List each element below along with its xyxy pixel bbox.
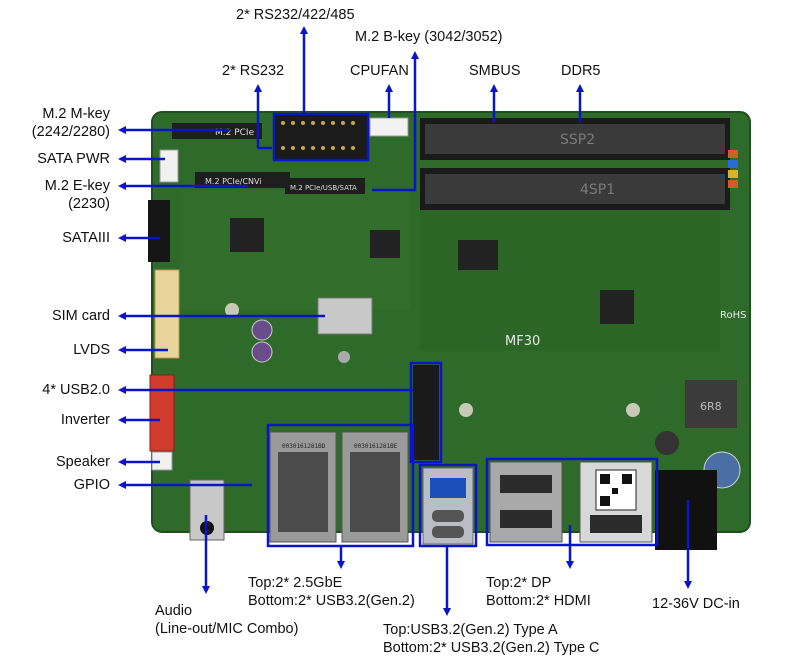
- label-dp: Top:2* DP Bottom:2* HDMI: [486, 574, 591, 610]
- svg-text:M.2 PCIe: M.2 PCIe: [215, 128, 255, 138]
- svg-text:MF30: MF30: [505, 334, 540, 349]
- svg-text:SSP2: SSP2: [560, 132, 595, 148]
- label-rs232: 2* RS232: [222, 63, 285, 79]
- label-lan: Top:2* 2.5GbE Bottom:2* USB3.2(Gen.2): [248, 574, 415, 610]
- svg-text:0030161281BD: 0030161281BD: [282, 443, 326, 450]
- label-sataiii: SATAIII: [62, 230, 110, 246]
- svg-text:0030161281BE: 0030161281BE: [354, 443, 398, 450]
- sata-pwr-connector: [159, 149, 179, 183]
- label-m2-mkey-line1: M.2 M-key: [42, 106, 110, 122]
- inductor: [685, 380, 737, 428]
- svg-text:M.2 PCIe/USB/SATA: M.2 PCIe/USB/SATA: [290, 184, 357, 192]
- label-sim-card: SIM card: [51, 308, 110, 324]
- label-usb-line2: Bottom:2* USB3.2(Gen.2) Type C: [383, 640, 600, 656]
- label-lvds: LVDS: [73, 342, 110, 358]
- label-audio-line1: Audio: [155, 603, 193, 619]
- leader-m2-bkey: [372, 51, 419, 192]
- label-m2-mkey: M.2 M-key (2242/2280): [0, 105, 110, 141]
- label-ddr5: DDR5: [561, 63, 601, 79]
- usb20-header: [413, 365, 439, 460]
- label-sata-pwr: SATA PWR: [37, 151, 110, 167]
- usb20-highlight: [409, 361, 443, 464]
- sataiii-connector: [148, 200, 170, 262]
- label-m2-bkey: M.2 B-key (3042/3052): [355, 29, 503, 45]
- ddr5-slot: SSP2 4SP1: [420, 118, 730, 210]
- label-m2-ekey-line1: M.2 E-key: [44, 178, 110, 194]
- label-audio-line2: (Line-out/MIC Combo): [155, 621, 299, 637]
- label-smbus: SMBUS: [469, 63, 521, 79]
- label-cpufan: CPUFAN: [350, 63, 409, 79]
- label-m2-ekey-line2: (2230): [68, 196, 110, 212]
- label-lan-line1: Top:2* 2.5GbE: [248, 575, 343, 591]
- svg-text:RoHS: RoHS: [720, 310, 746, 321]
- label-rs232-422-485: 2* RS232/422/485: [236, 7, 355, 23]
- lan-ports: 0030161281BD 0030161281BE: [269, 431, 409, 543]
- label-dcin: 12-36V DC-in: [652, 596, 740, 612]
- label-m2-mkey-line2: (2242/2280): [31, 124, 110, 140]
- svg-text:4SP1: 4SP1: [580, 182, 615, 198]
- label-dp-line1: Top:2* DP: [486, 575, 552, 591]
- sim-slot: [317, 297, 373, 335]
- label-inverter: Inverter: [60, 412, 110, 428]
- leader-rs232: [258, 88, 272, 150]
- cpufan-connector: [369, 117, 409, 137]
- label-audio: Audio (Line-out/MIC Combo): [155, 602, 298, 638]
- label-usb: Top:USB3.2(Gen.2) Type A Bottom:2* USB3.…: [383, 621, 600, 657]
- lvds-connector: [154, 269, 180, 359]
- dp-hdmi-ports: [489, 461, 653, 543]
- svg-text:6R8: 6R8: [700, 400, 722, 413]
- label-gpio: GPIO: [73, 477, 110, 493]
- usb-type-a-c-ports: [422, 467, 474, 545]
- dc-jack: [655, 470, 717, 550]
- svg-text:M.2 PCIe/CNVi: M.2 PCIe/CNVi: [205, 177, 262, 186]
- inverter-connector: [149, 374, 175, 452]
- label-usb20: 4* USB2.0: [42, 382, 110, 398]
- label-lan-line2: Bottom:2* USB3.2(Gen.2): [248, 593, 415, 609]
- label-usb-line1: Top:USB3.2(Gen.2) Type A: [383, 622, 558, 638]
- dp-highlight: [485, 457, 659, 547]
- label-speaker: Speaker: [55, 454, 110, 470]
- rs232-highlight: [272, 112, 370, 162]
- label-m2-ekey: M.2 E-key (2230): [0, 177, 110, 213]
- label-dp-line2: Bottom:2* HDMI: [486, 593, 591, 609]
